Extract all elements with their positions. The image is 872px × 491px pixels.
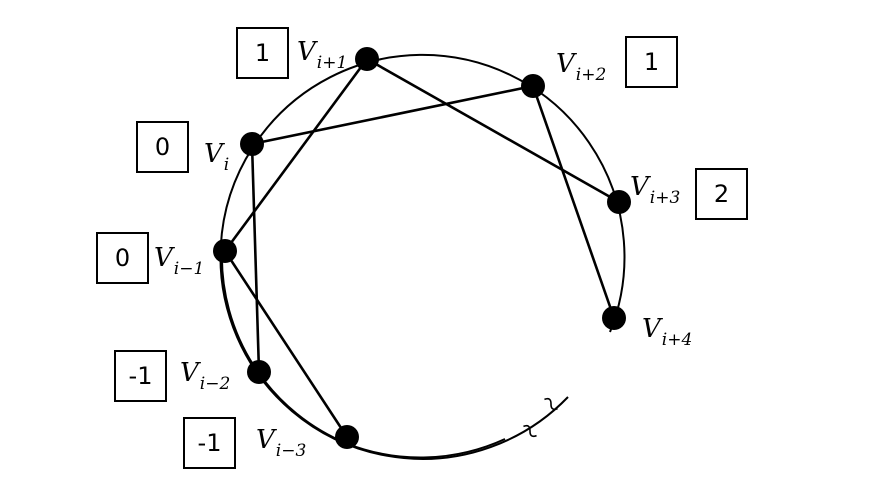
value-box-text: -1 [129, 362, 153, 390]
vertex-label-v_i_minus_3: Vi−3 [256, 425, 306, 461]
value-box-frame [183, 417, 236, 469]
vertex-label-subscript: i−3 [276, 441, 307, 461]
vertex-label-base: V [297, 37, 318, 67]
vertex-node-v_i_plus_1 [355, 47, 379, 71]
vertex-label-subscript: i−1 [174, 259, 205, 279]
value-box-frame [695, 168, 748, 220]
edge-v_i_plus_1-v_i_minus_1 [223, 58, 369, 252]
vertex-label-base: V [204, 139, 225, 169]
vertex-label-base: V [556, 49, 577, 79]
edge-v_i_plus_2-v_i_plus_4 [531, 85, 616, 319]
vertex-label-v_i_plus_2: Vi+2 [556, 49, 606, 85]
edge-v_i_minus_1-v_i_minus_3 [223, 250, 349, 438]
value-box-text: -1 [198, 429, 222, 457]
value-box-v_i_minus_2: -1 [114, 350, 167, 402]
vertex-label-subscript: i+1 [317, 53, 348, 73]
vertex-node-v_i_minus_2 [247, 360, 271, 384]
value-box-text: 1 [255, 39, 270, 67]
value-box-v_i_plus_1: 1 [236, 27, 289, 79]
value-box-frame [236, 27, 289, 79]
value-box-v_i_minus_3: -1 [183, 417, 236, 469]
vertex-node-v_i_minus_1 [213, 239, 237, 263]
value-box-v_i_plus_2: 1 [625, 36, 678, 88]
vertex-label-v_i: Vi [204, 139, 229, 175]
vertex-label-base: V [642, 314, 663, 344]
vertex-label-subscript: i−2 [200, 374, 231, 394]
value-box-frame [136, 121, 189, 173]
cycle-circle-arc-lower [347, 438, 506, 459]
vertex-label-v_i_minus_1: Vi−1 [154, 243, 204, 279]
value-box-text: 2 [714, 180, 729, 208]
value-box-text: 0 [115, 244, 130, 272]
vertex-label-subscript: i+4 [662, 330, 693, 350]
vertex-label-v_i_plus_1: Vi+1 [297, 37, 347, 73]
value-box-v_i_plus_3: 2 [695, 168, 748, 220]
vertex-label-subscript: i+2 [576, 65, 607, 85]
edge-v_i-v_i_plus_2 [251, 84, 534, 146]
vertex-label-subscript: i+3 [650, 188, 681, 208]
value-box-v_i_minus_1: 0 [96, 232, 149, 284]
value-box-frame [96, 232, 149, 284]
cycle-circle-arc [219, 53, 626, 460]
value-box-text: 1 [644, 48, 659, 76]
vertex-label-v_i_plus_4: Vi+4 [642, 314, 692, 350]
vertex-node-v_i_minus_3 [335, 425, 359, 449]
vertex-node-v_i [240, 132, 264, 156]
value-box-frame [625, 36, 678, 88]
omission-tilde-1 [544, 397, 558, 411]
vertex-label-subscript: i [224, 155, 229, 175]
vertex-label-v_i_plus_3: Vi+3 [630, 172, 680, 208]
value-box-v_i: 0 [136, 121, 189, 173]
vertex-label-base: V [630, 172, 651, 202]
vertex-node-v_i_plus_2 [521, 74, 545, 98]
value-box-frame [114, 350, 167, 402]
edge-v_i-v_i_minus_2 [250, 143, 261, 373]
vertex-node-v_i_plus_4 [602, 306, 626, 330]
vertex-label-base: V [256, 425, 277, 455]
edge-v_i_plus_1-v_i_plus_3 [366, 57, 620, 204]
omission-tilde-2 [523, 424, 537, 438]
vertex-label-base: V [180, 358, 201, 388]
vertex-node-v_i_plus_3 [607, 190, 631, 214]
vertex-label-v_i_minus_2: Vi−2 [180, 358, 230, 394]
value-box-text: 0 [155, 133, 170, 161]
vertex-label-base: V [154, 243, 175, 273]
